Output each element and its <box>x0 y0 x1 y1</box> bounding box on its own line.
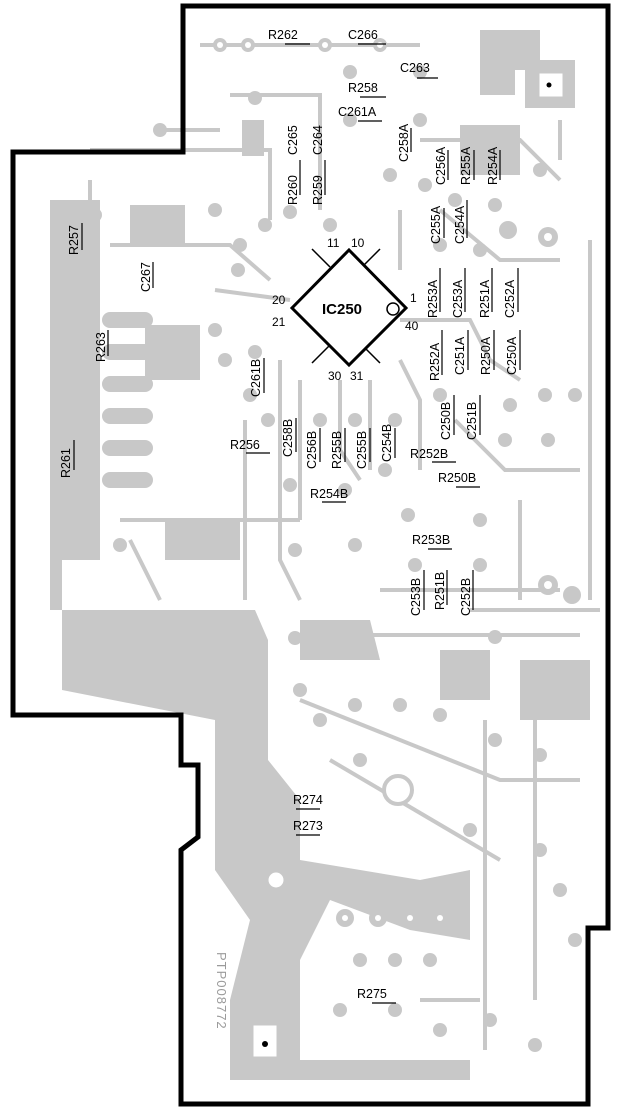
label-R273: R273 <box>293 819 323 833</box>
label-R256: R256 <box>230 438 260 452</box>
ic-pin-20: 20 <box>272 293 286 307</box>
ic-pin-10: 10 <box>351 236 365 250</box>
label-C253A: C253A <box>451 279 465 318</box>
ic-pin-30: 30 <box>328 369 342 383</box>
mounting-hole-top <box>546 82 552 88</box>
label-R255B: R255B <box>330 431 344 469</box>
label-C258A: C258A <box>397 123 411 162</box>
label-C261A: C261A <box>338 105 377 119</box>
ic-label: IC250 <box>322 301 362 318</box>
label-C253B: C253B <box>409 578 423 616</box>
label-R251A: R251A <box>478 279 492 318</box>
label-C255A: C255A <box>429 205 443 244</box>
ic-pin-11: 11 <box>327 236 340 250</box>
ic-pin-1: 1 <box>410 291 417 305</box>
label-R250A: R250A <box>479 336 493 375</box>
label-R261: R261 <box>59 448 73 478</box>
label-C250B: C250B <box>439 402 453 440</box>
label-R274: R274 <box>293 793 323 807</box>
label-R259: R259 <box>311 175 325 205</box>
label-C250A: C250A <box>505 336 519 375</box>
label-C266: C266 <box>348 28 378 42</box>
label-R257: R257 <box>67 225 81 255</box>
ic-body <box>289 247 409 368</box>
label-R258: R258 <box>348 81 378 95</box>
labels-horizontal: R262 C266 C263 R258 C261A R256 R252B R25… <box>230 28 476 1001</box>
label-R260: R260 <box>286 175 300 205</box>
board-code: PTP008772 <box>214 952 229 1030</box>
label-C256A: C256A <box>434 146 448 185</box>
label-C256B: C256B <box>305 431 319 469</box>
label-C264: C264 <box>311 125 325 155</box>
ic-pin-31: 31 <box>350 369 364 383</box>
ic-pin-leads <box>311 248 381 364</box>
ic250-chip: IC250 11 10 20 21 1 40 30 31 <box>272 236 419 383</box>
label-R250B: R250B <box>438 471 476 485</box>
label-C251B: C251B <box>465 402 479 440</box>
label-ticks <box>73 43 521 1004</box>
label-R255A: R255A <box>459 146 473 185</box>
ic-pin-40: 40 <box>405 319 419 333</box>
pin1-marker <box>386 302 400 316</box>
board-outline <box>10 3 611 1107</box>
label-C251A: C251A <box>453 336 467 375</box>
label-R254A: R254A <box>486 146 500 185</box>
label-R252B: R252B <box>410 447 448 461</box>
label-C265: C265 <box>286 125 300 155</box>
label-R262: R262 <box>268 28 298 42</box>
label-R253A: R253A <box>426 279 440 318</box>
labels-vertical: R260 C265 R259 C264 C258A C256A R255A R2… <box>59 123 519 616</box>
label-R263: R263 <box>94 332 108 362</box>
label-C252A: C252A <box>503 279 517 318</box>
label-C255B: C255B <box>355 431 369 469</box>
label-R254B: R254B <box>310 487 348 501</box>
label-C263: C263 <box>400 61 430 75</box>
label-C254B: C254B <box>380 424 394 462</box>
label-C267: C267 <box>139 262 153 292</box>
label-C254A: C254A <box>453 205 467 244</box>
label-C258B: C258B <box>281 419 295 457</box>
mounting-hole-bottom <box>262 1041 268 1047</box>
label-C252B: C252B <box>459 578 473 616</box>
label-C261B: C261B <box>249 359 263 397</box>
label-R251B: R251B <box>433 572 447 610</box>
label-R275: R275 <box>357 987 387 1001</box>
label-R252A: R252A <box>428 342 442 381</box>
label-R253B: R253B <box>412 533 450 547</box>
ic-pin-21: 21 <box>272 315 286 329</box>
